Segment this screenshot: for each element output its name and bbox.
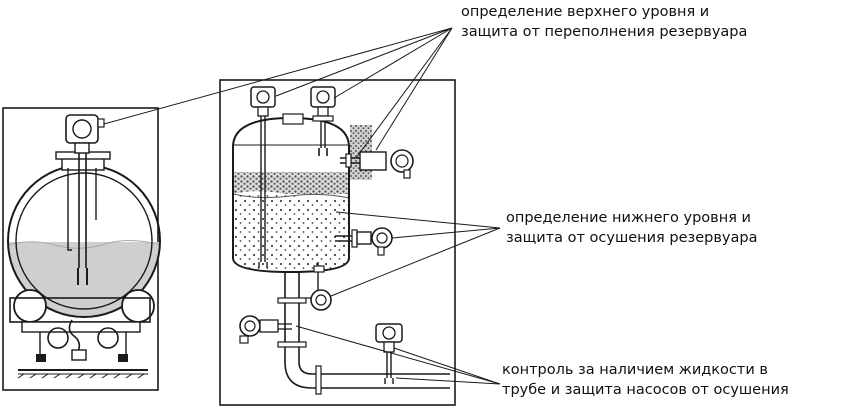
label-lower-line2: защита от осушения резервуара (506, 230, 758, 246)
label-upper-level: определение верхнего уровня и защита от … (461, 2, 747, 42)
label-pipe-control: контроль за наличием жидкости в трубе и … (502, 360, 789, 400)
pipe-icon (277, 272, 450, 395)
label-lower-line1: определение нижнего уровня и (506, 210, 751, 226)
level-switch-icon (65, 114, 105, 268)
label-lower-level: определение нижнего уровня и защита от о… (506, 208, 757, 248)
level-switch-icon (340, 149, 414, 179)
reservoir-panel (219, 79, 456, 406)
vibrating-fork-icon (77, 268, 88, 285)
label-pipe-line2: трубе и защита насосов от осушения (502, 382, 789, 398)
label-pipe-line1: контроль за наличием жидкости в (502, 362, 768, 378)
undercarriage (9, 289, 155, 379)
label-upper-line2: защита от переполнения резервуара (461, 24, 748, 40)
level-switch-icon (305, 262, 332, 311)
tank-car-panel (2, 107, 161, 391)
level-switch-icon (250, 86, 276, 268)
callout-lines (103, 27, 501, 385)
level-switch-icon (310, 86, 336, 156)
level-switch-icon (375, 323, 403, 384)
level-switch-icon (335, 227, 393, 256)
label-upper-line1: определение верхнего уровня и (461, 4, 710, 20)
level-switch-icon (239, 315, 292, 344)
tank-icon (232, 113, 350, 274)
